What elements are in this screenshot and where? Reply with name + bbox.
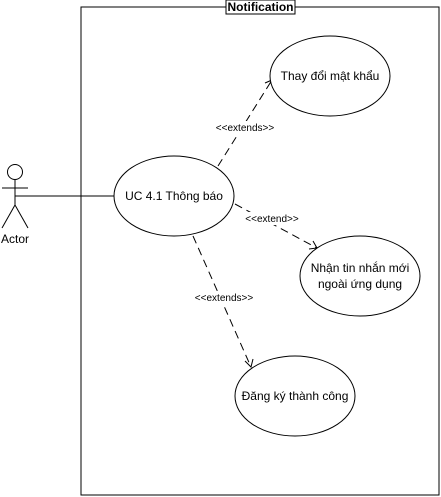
extend-label-2: <<extend>> bbox=[245, 214, 299, 225]
arrowhead-register-success bbox=[244, 358, 254, 368]
use-case-receive-message[interactable] bbox=[299, 235, 421, 317]
actor-left-leg bbox=[1, 204, 16, 229]
actor-figure bbox=[1, 164, 29, 229]
system-title: Notification bbox=[228, 0, 294, 14]
use-case-main[interactable] bbox=[113, 155, 235, 237]
extend-line-receive-message bbox=[234, 203, 318, 249]
extend-line-change-password bbox=[217, 79, 273, 167]
label-bg-3 bbox=[190, 291, 258, 304]
extends-label-1: <<extends>> bbox=[216, 123, 275, 134]
system-title-box bbox=[225, 0, 296, 15]
use-case-receive-message-line2: ngoài ứng dụng bbox=[318, 277, 402, 291]
actor-right-leg bbox=[14, 204, 29, 229]
label-bg-2 bbox=[241, 212, 303, 225]
use-case-change-password[interactable] bbox=[269, 35, 391, 117]
use-case-change-password-label: Thay đổi mật khẩu bbox=[281, 69, 380, 83]
use-case-receive-message-line1: Nhận tin nhắn mới bbox=[311, 260, 410, 275]
use-case-register-success-label: Đăng ký thành công bbox=[242, 389, 349, 403]
use-case-main-label: UC 4.1 Thông báo bbox=[125, 189, 223, 203]
label-bg-1 bbox=[211, 121, 279, 134]
actor-head bbox=[7, 164, 23, 180]
actor-label: Actor bbox=[1, 232, 29, 246]
extends-label-3: <<extends>> bbox=[195, 293, 254, 304]
use-case-register-success[interactable] bbox=[234, 355, 356, 437]
